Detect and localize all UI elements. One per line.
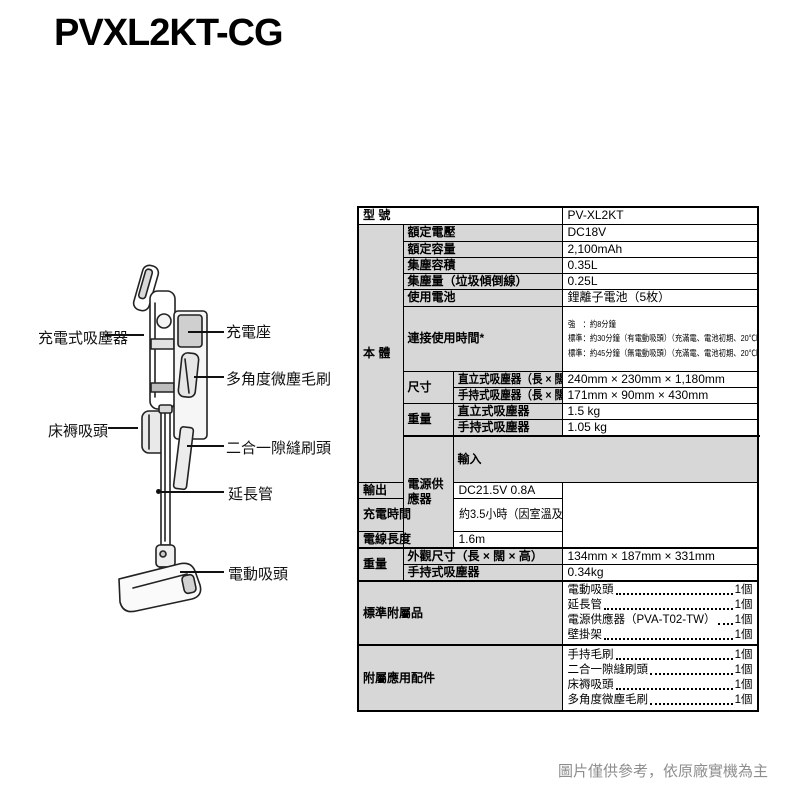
spec-row-label: 集塵容積 [402,256,563,274]
spec-subrow-label: 直立式吸塵器 [452,402,563,420]
spec-row-value: 鋰離子電池（5枚） [561,288,759,307]
leader-line [105,334,144,336]
row-rated-voltage: 本 體 額定電壓 DC18V [357,223,759,483]
vacuum-line-art [118,264,208,613]
spec-row-value: 0.34kg [561,564,759,582]
row-handheld-weight: 手持式吸塵器 0.34kg [358,564,759,582]
row-weight-upright: 重量 直立式吸塵器 1.5 kg [358,402,759,436]
diagram-label-power-head: 電動吸頭 [228,566,289,583]
row-model: 型 號 PV-XL2KT [357,206,759,225]
leader-dot [156,489,161,494]
spec-row-value: 0.25L [561,272,759,290]
spec-row-value: 171mm × 90mm × 430mm [561,386,759,404]
section-label-optional-accessories: 附屬應用配件 [357,644,563,712]
product-diagram: 充電式吸塵器 充電座 多角度微塵毛刷 床褥吸頭 二合一隙縫刷頭 延長管 電動吸頭 [20,255,360,615]
dotted-leader [604,608,733,610]
dotted-leader [615,688,733,690]
spec-row-value: 2,100mAh [561,240,759,258]
disclaimer-note: 圖片僅供參考，依原廠實機為主 [557,763,768,780]
row-battery: 使用電池 鋰離子電池（5枚） [358,288,759,307]
runtime-line: 標準：約30分鐘（有電動吸頭）（充滿電、電池初期、20℃時） [567,333,758,344]
spec-subrow-label: 直立式吸塵器（長 × 闊 × 高） [452,370,563,388]
spec-row-label: 尺寸 [402,370,454,404]
leader-line [108,427,138,429]
leader-line [158,491,224,493]
leader-line [187,445,224,447]
row-charge-time: 充電時間 約3.5小時（因室溫及使用時間等而異） [357,497,758,532]
diagram-label-charging-stand: 充電座 [226,324,272,341]
dotted-leader [604,638,733,640]
leader-line [188,331,224,333]
row-size-upright: 尺寸 直立式吸塵器（長 × 闊 × 高） 240mm × 230mm × 1,1… [358,370,759,404]
spec-row-label: 手持式吸塵器 [402,564,563,582]
spec-row-label: 額定電壓 [402,223,563,242]
spec-row-value: 0.35L [561,256,759,274]
section-label-weight: 重量 [357,546,404,582]
spec-subrow-label: 手持式吸塵器（長 × 闊 × 高） [452,386,563,404]
section-label-standard-accessories: 標準附屬品 [357,580,563,646]
row-runtime: 連接使用時間* 強 ：約8分鐘 標準：約30分鐘（有電動吸頭）（充滿電、電池初期… [358,305,759,372]
diagram-label-crevice-head: 二合一隙縫刷頭 [226,440,332,457]
row-weight-handheld: 手持式吸塵器 1.05 kg [358,418,759,436]
spec-row-label: 額定容量 [402,240,563,258]
spec-row-value: 約3.5小時（因室溫及使用時間等而異） [452,497,563,532]
dotted-leader [650,703,733,705]
spec-row-value: 240mm × 230mm × 1,180mm [561,370,759,388]
spec-row-value: 1.6m [452,530,563,548]
leader-line [180,571,224,573]
dotted-leader [615,658,733,660]
spec-row-value: DC18V [561,223,759,242]
spec-row-label: 電線長度 [357,530,454,548]
row-outer-size: 重量 外觀尺寸（長 × 闊 × 高） 134mm × 187mm × 331mm [357,546,759,582]
spec-row-label: 外觀尺寸（長 × 闊 × 高） [402,546,563,565]
row-rated-capacity: 額定容量 2,100mAh [358,240,759,258]
spec-row-value: PV-XL2KT [561,206,759,225]
spec-subrow-label: 手持式吸塵器 [452,418,563,436]
section-label-body: 本 體 [357,223,404,483]
spec-row-label: 使用電池 [402,288,563,307]
spec-row-value: DC21.5V 0.8A [452,481,563,499]
dotted-leader [717,623,733,625]
spec-row-label: 輸入 [452,434,759,483]
diagram-label-cordless-vacuum: 充電式吸塵器 [38,330,129,347]
accessory-item: 電源供應器（PVA-T02-TW）1個 [567,614,753,626]
dotted-leader [650,673,733,675]
spec-row-value: 1.5 kg [561,402,759,420]
runtime-line: 強 ：約8分鐘 [567,319,616,330]
spec-table: 型 號 PV-XL2KT 本 體 額定電壓 DC18V 額定容量 2,100mA… [357,206,759,712]
leader-line [194,376,224,378]
diagram-label-multi-angle-brush: 多角度微塵毛刷 [226,371,332,388]
spec-row-value: 強 ：約8分鐘 標準：約30分鐘（有電動吸頭）（充滿電、電池初期、20℃時） 標… [561,305,759,372]
row-dust-capacity: 集塵量（垃圾傾倒線） 0.25L [358,272,759,290]
spec-row-label: 集塵量（垃圾傾倒線） [402,272,563,290]
page-title: PVXL2KT-CG [54,12,284,54]
spec-row-label: 型 號 [357,206,563,225]
diagram-label-mattress-head: 床褥吸頭 [48,423,109,440]
spec-row-label: 連接使用時間* [402,305,563,372]
spec-table-wrap: 型 號 PV-XL2KT 本 體 額定電壓 DC18V 額定容量 2,100mA… [357,206,759,712]
dotted-leader [615,593,733,595]
row-input: 電源供應器 輸入 AC110V 60Hz 0.5A [358,434,759,548]
spec-row-value: 1.05 kg [561,418,759,436]
diagram-label-extension-pipe: 延長管 [228,486,274,503]
row-dust-volume: 集塵容積 0.35L [358,256,759,274]
spec-row-value: 134mm × 187mm × 331mm [561,546,759,565]
spec-row-label: 重量 [402,402,454,436]
spec-row-label: 充電時間 [357,497,454,532]
row-cord-length: 電線長度 1.6m [357,530,758,548]
runtime-line: 標準：約45分鐘（無電動吸頭）（充滿電、電池初期、20℃時） [567,347,758,358]
